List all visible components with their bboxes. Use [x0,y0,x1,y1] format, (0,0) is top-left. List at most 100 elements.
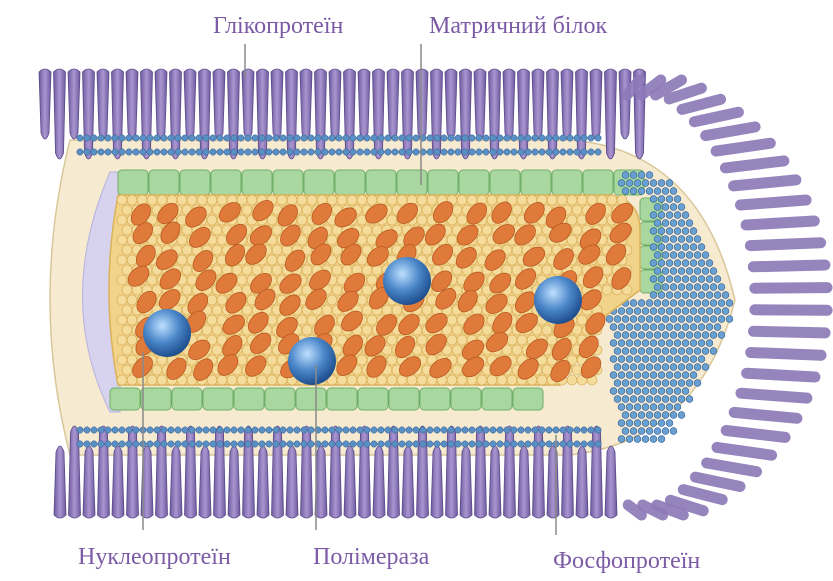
membrane-bead [259,149,265,155]
glycoprotein-spike [446,426,458,518]
phosphoprotein-bead [706,276,713,283]
membrane-bead [497,149,503,155]
nucleoprotein-subunit [212,225,222,235]
nucleoprotein-subunit [127,255,137,265]
phosphoprotein-bead [654,364,661,371]
membrane-bead [84,135,90,141]
glycoprotein-spike [199,446,211,518]
matrix-protein-block [211,170,241,195]
membrane-bead [581,427,587,433]
glycoprotein-spike [532,69,544,139]
phosphoprotein-bead [626,372,633,379]
membrane-bead [126,135,132,141]
phosphoprotein-bead [630,316,637,323]
membrane-bead [147,441,153,447]
nucleoprotein-subunit [122,325,132,335]
nucleoprotein-subunit [452,325,462,335]
phosphoprotein-bead [634,372,641,379]
nucleoprotein-subunit [457,195,467,205]
glycoprotein-spike [547,69,559,159]
nucleoprotein-subunit [122,205,132,215]
phosphoprotein-bead [674,260,681,267]
membrane-bead [476,149,482,155]
nucleoprotein-subunit [342,265,352,275]
phosphoprotein-bead [630,412,637,419]
membrane-bead [224,135,230,141]
phosphoprotein-bead [694,252,701,259]
membrane-bead [133,441,139,447]
membrane-bead [126,441,132,447]
membrane-bead [581,441,587,447]
phosphoprotein-bead [630,332,637,339]
phosphoprotein-bead [646,348,653,355]
glycoprotein-spike [228,446,240,518]
matrix-protein-block [180,170,210,195]
glycoprotein-spike [402,446,414,518]
phosphoprotein-bead [706,308,713,315]
nucleoprotein-subunit [122,225,132,235]
membrane-bead [343,149,349,155]
phosphoprotein-bead [686,364,693,371]
phosphoprotein-bead [666,404,673,411]
nucleoprotein-subunit [382,305,392,315]
nucleoprotein-subunit [387,215,397,225]
glycoprotein-spike [561,69,573,139]
glycoprotein-spike [69,426,81,518]
membrane-bead [196,441,202,447]
phosphoprotein-bead [678,332,685,339]
nucleoprotein-subunit [177,235,187,245]
phosphoprotein-bead [630,188,637,195]
membrane-bead [105,149,111,155]
membrane-bead [231,427,237,433]
phosphoprotein-bead [718,332,725,339]
nucleoprotein-subunit [122,365,132,375]
membrane-bead [119,135,125,141]
phosphoprotein-bead [674,196,681,203]
membrane-bead [560,427,566,433]
nucleoprotein-subunit [417,375,427,385]
phosphoprotein-bead [670,396,677,403]
membrane-bead [406,135,412,141]
membrane-bead [406,441,412,447]
phosphoprotein-bead [694,316,701,323]
nucleoprotein-subunit [457,335,467,345]
matrix-protein-block [513,388,543,410]
phosphoprotein-bead [706,324,713,331]
membrane-bead [161,427,167,433]
membrane-bead [399,149,405,155]
membrane-bead [336,441,342,447]
nucleoprotein-subunit [127,295,137,305]
nucleoprotein-subunit [417,195,427,205]
nucleoprotein-subunit [477,375,487,385]
membrane-bead [133,135,139,141]
phosphoprotein-bead [670,364,677,371]
phosphoprotein-bead [626,180,633,187]
phosphoprotein-bead [690,372,697,379]
phosphoprotein-bead [674,356,681,363]
membrane-bead [238,427,244,433]
phosphoprotein-bead [674,308,681,315]
glycoprotein-spike [605,69,617,159]
glycoprotein-spike [127,426,139,518]
nucleoprotein-subunit [267,255,277,265]
glycoprotein-spike [694,112,738,121]
membrane-bead [287,441,293,447]
nucleoprotein-subunit [537,375,547,385]
phosphoprotein-bead [658,420,665,427]
membrane-bead [252,427,258,433]
phosphoprotein-bead [714,308,721,315]
membrane-bead [147,427,153,433]
matrix-protein-block [304,170,334,195]
phosphoprotein-bead [678,396,685,403]
membrane-bead [336,427,342,433]
nucleoprotein-subunit [512,205,522,215]
nucleoprotein-subunit [407,375,417,385]
phosphoprotein-bead [642,340,649,347]
phosphoprotein-bead [622,332,629,339]
phosphoprotein-bead [690,276,697,283]
polymerase-sphere [534,276,582,324]
glycoprotein-spike [359,426,371,518]
nucleoprotein-subunit [387,335,397,345]
nucleoprotein-subunit [572,225,582,235]
